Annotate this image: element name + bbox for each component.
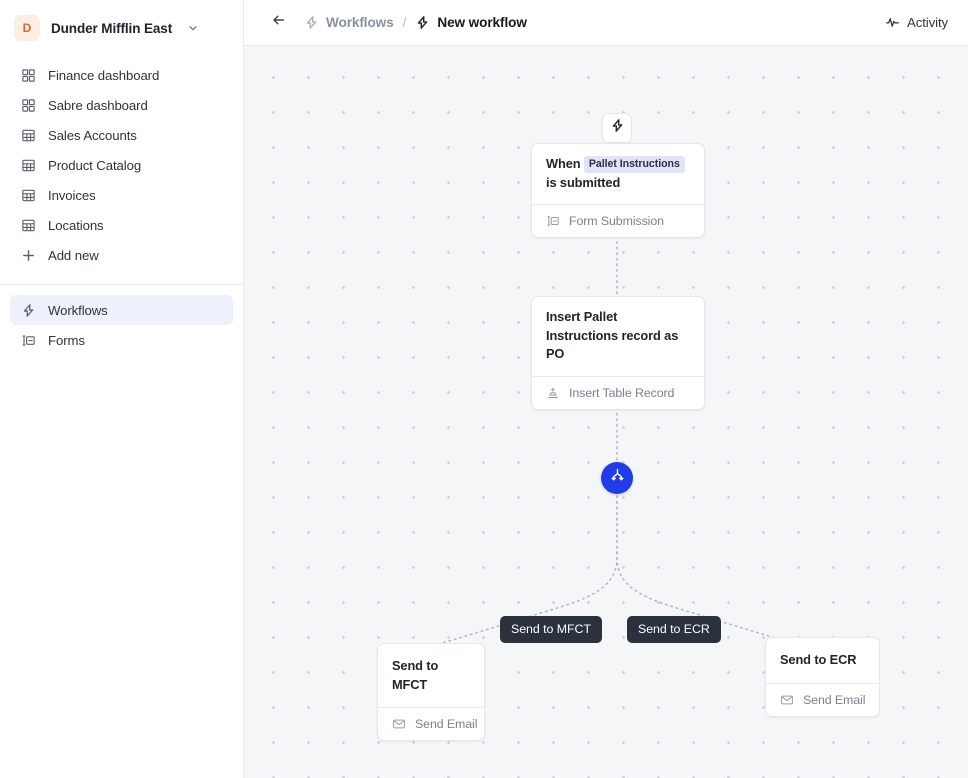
sidebar-item-workflows[interactable]: Workflows [10,295,233,325]
sidebar-item-label: Sabre dashboard [48,97,148,113]
sidebar-item-product-catalog[interactable]: Product Catalog [10,150,233,180]
workspace-avatar: D [14,15,40,41]
node-title-chip: Pallet Instructions [583,155,685,173]
dashboard-icon [20,67,36,83]
sidebar-divider [0,284,243,285]
bolt-icon [304,15,319,30]
bolt-icon [415,15,430,30]
arrow-left-icon [271,12,287,33]
node-subtitle: Send Email [803,692,866,707]
sidebar-item-finance-dashboard[interactable]: Finance dashboard [10,60,233,90]
node-subtitle-row: Insert Table Record [532,375,704,409]
node-subtitle: Insert Table Record [569,385,675,400]
branch-split-icon [609,467,626,489]
chevron-down-icon[interactable] [187,22,199,34]
sidebar-item-label: Sales Accounts [48,127,137,143]
workspace-name: Dunder Mifflin East [51,20,173,36]
activity-pulse-icon [885,15,900,30]
sidebar-item-add-new[interactable]: Add new [10,240,233,270]
envelope-icon [392,717,406,731]
topbar: Workflows / New workflow Activity [244,0,968,46]
sidebar: D Dunder Mifflin East Finance dashboard … [0,0,244,778]
sidebar-secondary-nav: Workflows Forms [0,285,243,365]
branch-label-mfct[interactable]: Send to MFCT [500,616,602,643]
sidebar-item-locations[interactable]: Locations [10,210,233,240]
sidebar-item-label: Forms [48,332,85,348]
workflow-node-send-ecr[interactable]: Send to ECR Send Email [765,637,880,717]
activity-label: Activity [907,15,948,30]
breadcrumb: Workflows / New workflow [304,15,527,30]
sidebar-item-sabre-dashboard[interactable]: Sabre dashboard [10,90,233,120]
workflow-node-trigger[interactable]: When Pallet Instructions is submitted Fo… [531,143,705,239]
breadcrumb-separator: / [402,15,407,30]
insert-record-icon [546,386,560,400]
sidebar-primary-nav: Finance dashboard Sabre dashboard Sales … [0,56,243,280]
envelope-icon [780,693,794,707]
node-subtitle-row: Send Email [766,682,879,716]
sidebar-item-invoices[interactable]: Invoices [10,180,233,210]
sidebar-item-label: Finance dashboard [48,67,160,83]
breadcrumb-item-new-workflow[interactable]: New workflow [415,15,527,30]
node-subtitle-row: Send Email [378,707,484,740]
form-icon [546,214,560,228]
node-title-prefix: When [546,156,581,171]
table-icon [20,187,36,203]
activity-button[interactable]: Activity [885,15,948,30]
bolt-icon [20,302,36,318]
breadcrumb-label: Workflows [326,15,394,30]
form-icon [20,332,36,348]
sidebar-item-label: Add new [48,247,99,263]
node-title: Send to MFCT [392,658,439,692]
workflow-canvas[interactable]: When Pallet Instructions is submitted Fo… [244,46,968,778]
node-subtitle: Send Email [415,717,478,732]
workflow-branch-node[interactable] [601,462,633,494]
sidebar-item-sales-accounts[interactable]: Sales Accounts [10,120,233,150]
trigger-badge[interactable] [602,113,632,143]
sidebar-item-label: Workflows [48,302,108,318]
table-icon [20,127,36,143]
workspace-switcher[interactable]: D Dunder Mifflin East [0,0,243,56]
sidebar-item-label: Product Catalog [48,157,142,173]
node-subtitle: Form Submission [569,214,664,229]
node-subtitle-row: Form Submission [532,204,704,237]
bolt-icon [610,118,625,138]
table-icon [20,217,36,233]
plus-icon [20,247,36,263]
workflow-node-send-mfct[interactable]: Send to MFCT Send Email [377,643,485,742]
node-title-suffix: is submitted [546,174,621,190]
table-icon [20,157,36,173]
main-area: Workflows / New workflow Activity [244,0,968,778]
sidebar-item-label: Locations [48,217,104,233]
branch-label-ecr[interactable]: Send to ECR [627,616,721,643]
sidebar-item-label: Invoices [48,187,96,203]
node-title: When Pallet Instructions is submitted [532,144,704,204]
node-title: Send to ECR [780,652,857,667]
breadcrumb-item-workflows[interactable]: Workflows [304,15,394,30]
node-title: Insert Pallet Instructions record as PO [546,309,679,362]
back-button[interactable] [268,12,290,34]
workflow-node-insert-record[interactable]: Insert Pallet Instructions record as PO … [531,296,705,410]
dashboard-icon [20,97,36,113]
sidebar-item-forms[interactable]: Forms [10,325,233,355]
breadcrumb-label: New workflow [437,15,527,30]
